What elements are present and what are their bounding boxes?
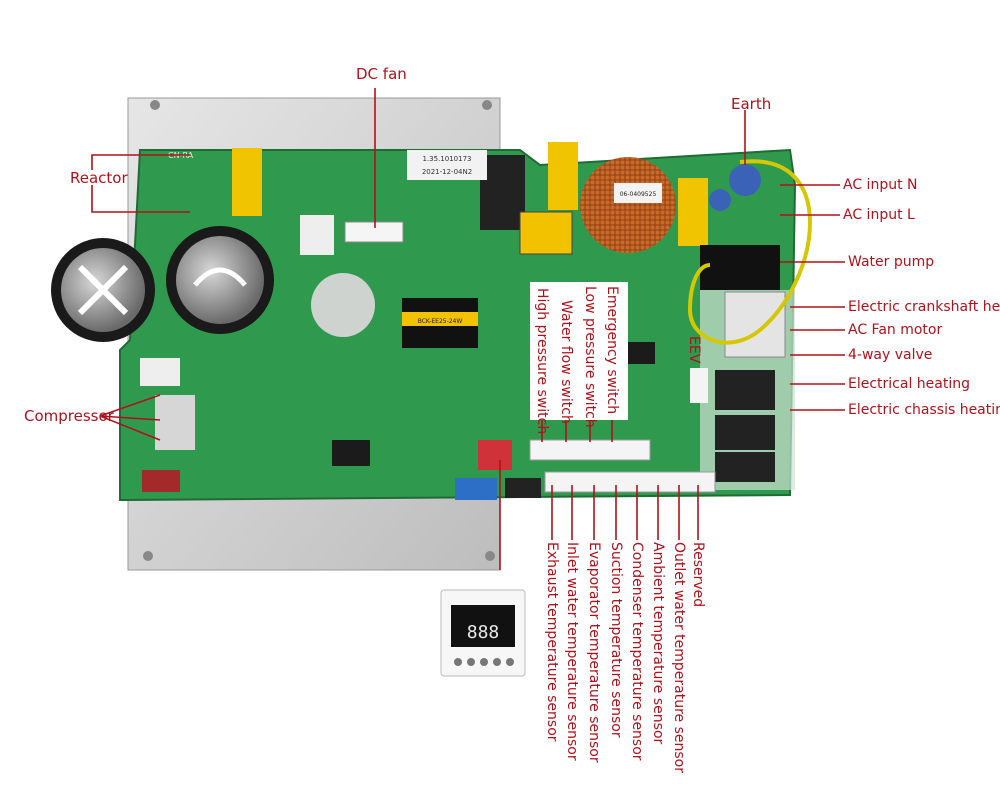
- label-dc-fan: DC fan: [356, 65, 407, 83]
- transformer: [519, 211, 573, 255]
- label-compressor: Compressor: [24, 407, 114, 425]
- label-electrical-heating: Electrical heating: [848, 376, 971, 392]
- eev-connector: [690, 368, 708, 403]
- label-outlet-water-sensor: Outlet water temperature sensor: [671, 542, 687, 774]
- label-ambient-sensor: Ambient temperature sensor: [650, 542, 666, 745]
- relay-3: [715, 370, 775, 410]
- controller-display: 888: [467, 622, 500, 643]
- label-earth: Earth: [731, 95, 772, 113]
- label-eev: EEV: [686, 336, 702, 364]
- label-crankshaft-heating: Electric crankshaft heating: [848, 299, 1000, 315]
- white-connector-1: [300, 215, 334, 255]
- label-reserved: Reserved: [690, 542, 706, 608]
- label-inlet-water-sensor: Inlet water temperature sensor: [564, 542, 580, 761]
- screw-3: [143, 551, 153, 561]
- label-condenser-sensor: Condenser temperature sensor: [629, 542, 645, 761]
- compressor-terminals: [155, 395, 195, 450]
- blue-varistor-1: [729, 164, 761, 196]
- label-water-flow-switch: Water flow switch: [558, 300, 574, 424]
- line-reactor-2: [91, 185, 190, 213]
- label-low-pressure-switch: Low pressure switch: [582, 286, 598, 428]
- yellow-cap-2: [548, 142, 578, 210]
- label-water-pump: Water pump: [848, 254, 935, 270]
- red-component: [142, 470, 180, 492]
- pcb-sticker: [407, 150, 487, 180]
- screw-2: [482, 100, 492, 110]
- line-compressor-b: [99, 415, 161, 421]
- ic-heatsink-disc: [311, 273, 375, 337]
- relay-4: [715, 415, 775, 450]
- sensor-connectors: [544, 471, 716, 493]
- label-chassis-heating: Electric chassis heating: [848, 402, 1000, 418]
- black-connector: [505, 478, 541, 498]
- ic-chip: [625, 342, 655, 364]
- label-ac-input-l: AC input L: [843, 207, 915, 223]
- relay-5: [715, 452, 775, 482]
- label-ac-fan-motor: AC Fan motor: [848, 322, 943, 338]
- blue-terminal: [455, 478, 497, 500]
- relay-2: [700, 245, 780, 290]
- label-high-pressure-switch: High pressure switch: [534, 288, 550, 435]
- label-emergency-switch: Emergency switch: [604, 286, 620, 415]
- line-compressor-a: [99, 394, 161, 417]
- yellow-cap-1: [232, 148, 262, 216]
- label-4way-valve: 4-way valve: [848, 347, 933, 363]
- screw-4: [485, 551, 495, 561]
- transformer-label: BCK-EE25-24W: [418, 318, 463, 325]
- switch-connectors: [529, 439, 651, 461]
- label-reactor: Reactor: [70, 169, 128, 187]
- line-compressor-c: [99, 415, 161, 441]
- copper-inductor: [580, 157, 676, 253]
- leader-lines: [91, 88, 845, 570]
- screw-1: [150, 100, 160, 110]
- inductor-label: 06-0409525: [620, 191, 657, 198]
- white-connector-2: [140, 358, 180, 386]
- label-ac-input-n: AC input N: [843, 177, 918, 193]
- switch-label-box: [530, 282, 628, 420]
- blue-varistor-2: [709, 189, 731, 211]
- relay-1: [480, 155, 525, 230]
- yellow-ground-wire: [687, 159, 812, 345]
- label-exhaust-sensor: Exhaust temperature sensor: [544, 542, 560, 742]
- line-reactor: [91, 154, 190, 170]
- yellow-cap-3: [678, 178, 708, 246]
- label-suction-sensor: Suction temperature sensor: [608, 542, 624, 738]
- right-terminal-strip: [724, 291, 786, 358]
- red-connectors: [478, 440, 512, 470]
- label-evaporator-sensor: Evaporator temperature sensor: [586, 542, 602, 763]
- ic-chip-2: [332, 440, 370, 466]
- svg-text:1.35.1010173: 1.35.1010173: [423, 155, 472, 163]
- dc-fan-connector: [344, 221, 404, 243]
- svg-text:2021-12-04N2: 2021-12-04N2: [422, 168, 472, 176]
